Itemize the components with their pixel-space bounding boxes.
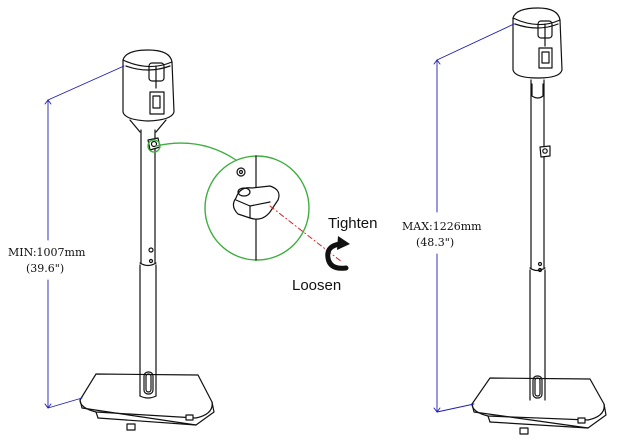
right-upper-tube: [530, 79, 545, 269]
left-base-plate: [79, 373, 215, 431]
right-knob: [539, 145, 551, 158]
loosen-label: Loosen: [292, 277, 342, 294]
right-stand: [471, 7, 607, 435]
left-upper-tube: [140, 129, 156, 264]
min-height-inches: (39.6"): [26, 262, 65, 275]
right-speaker: [512, 7, 563, 79]
right-base-plate: [471, 377, 607, 435]
detail-callout: [147, 139, 343, 263]
max-height-inches: (48.3"): [416, 236, 455, 249]
max-height-label: MAX:1226mm: [402, 220, 482, 233]
max-dimension: [433, 23, 515, 413]
min-dimension: [44, 65, 125, 409]
min-height-label: MIN:1007mm: [8, 246, 86, 259]
wing-knob: [232, 185, 280, 220]
rotation-arrow-icon: [325, 236, 350, 271]
tighten-label: Tighten: [328, 215, 378, 232]
right-lower-tube: [529, 261, 546, 401]
left-lower-tube: [139, 262, 157, 399]
left-speaker: [122, 49, 175, 133]
left-stand: [79, 49, 215, 431]
